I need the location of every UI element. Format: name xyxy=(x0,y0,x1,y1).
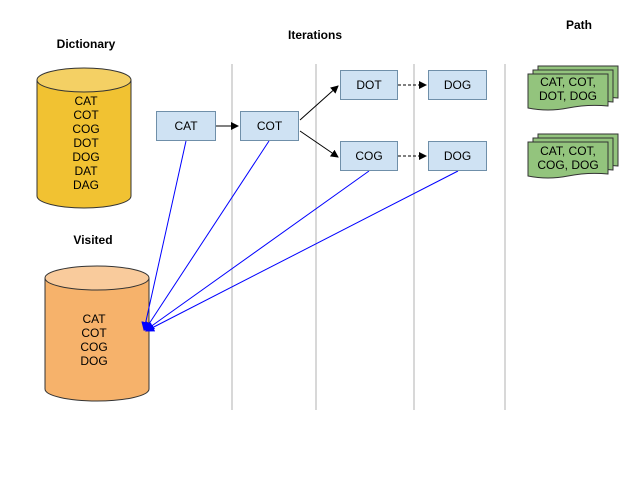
dictionary-word: CAT xyxy=(74,94,98,108)
visited-link-cog xyxy=(145,170,370,331)
node-dog-top: DOG xyxy=(428,70,487,100)
node-dog-bottom: DOG xyxy=(428,141,487,171)
path-line: COG, DOG xyxy=(537,158,599,172)
dictionary-word: DAT xyxy=(74,164,98,178)
visited-word-list: CAT COT COG DOG xyxy=(80,312,107,368)
path-text-2: CAT, COT, COG, DOG xyxy=(528,144,608,172)
node-dot: DOT xyxy=(340,70,398,100)
dictionary-word: DOT xyxy=(73,136,99,150)
visited-word: CAT xyxy=(82,312,106,326)
visited-link-cot xyxy=(144,140,270,331)
visited-link-dog xyxy=(145,170,459,332)
visited-word: COT xyxy=(81,326,107,340)
path-heading: Path xyxy=(565,18,593,32)
path-line: DOT, DOG xyxy=(538,89,597,103)
path-text-1: CAT, COT, DOT, DOG xyxy=(528,75,608,103)
visited-word: DOG xyxy=(80,354,108,368)
arrow-cot-to-dot xyxy=(299,85,339,121)
path-line: CAT, COT, xyxy=(540,75,596,89)
path-document-stack xyxy=(527,133,619,179)
dictionary-cylinder xyxy=(36,67,132,209)
visited-word: COG xyxy=(80,340,108,354)
path-document-stack xyxy=(527,65,619,111)
path-line: CAT, COT, xyxy=(540,144,596,158)
dictionary-word: COG xyxy=(72,122,100,136)
dictionary-word: DAG xyxy=(72,178,99,192)
arrow-cot-to-cog xyxy=(299,130,339,158)
dictionary-word-list: CAT COT COG DOT DOG DAT DAG xyxy=(72,94,99,192)
iterations-heading: Iterations xyxy=(287,28,343,42)
node-cot: COT xyxy=(240,111,299,141)
visited-cylinder xyxy=(44,265,150,402)
dictionary-heading: Dictionary xyxy=(56,37,116,51)
node-cog: COG xyxy=(340,141,398,171)
node-cat: CAT xyxy=(156,111,216,141)
dictionary-word: DOG xyxy=(72,150,100,164)
visited-heading: Visited xyxy=(73,233,113,247)
visited-link-cat xyxy=(141,140,187,331)
dictionary-word: COT xyxy=(73,108,99,122)
